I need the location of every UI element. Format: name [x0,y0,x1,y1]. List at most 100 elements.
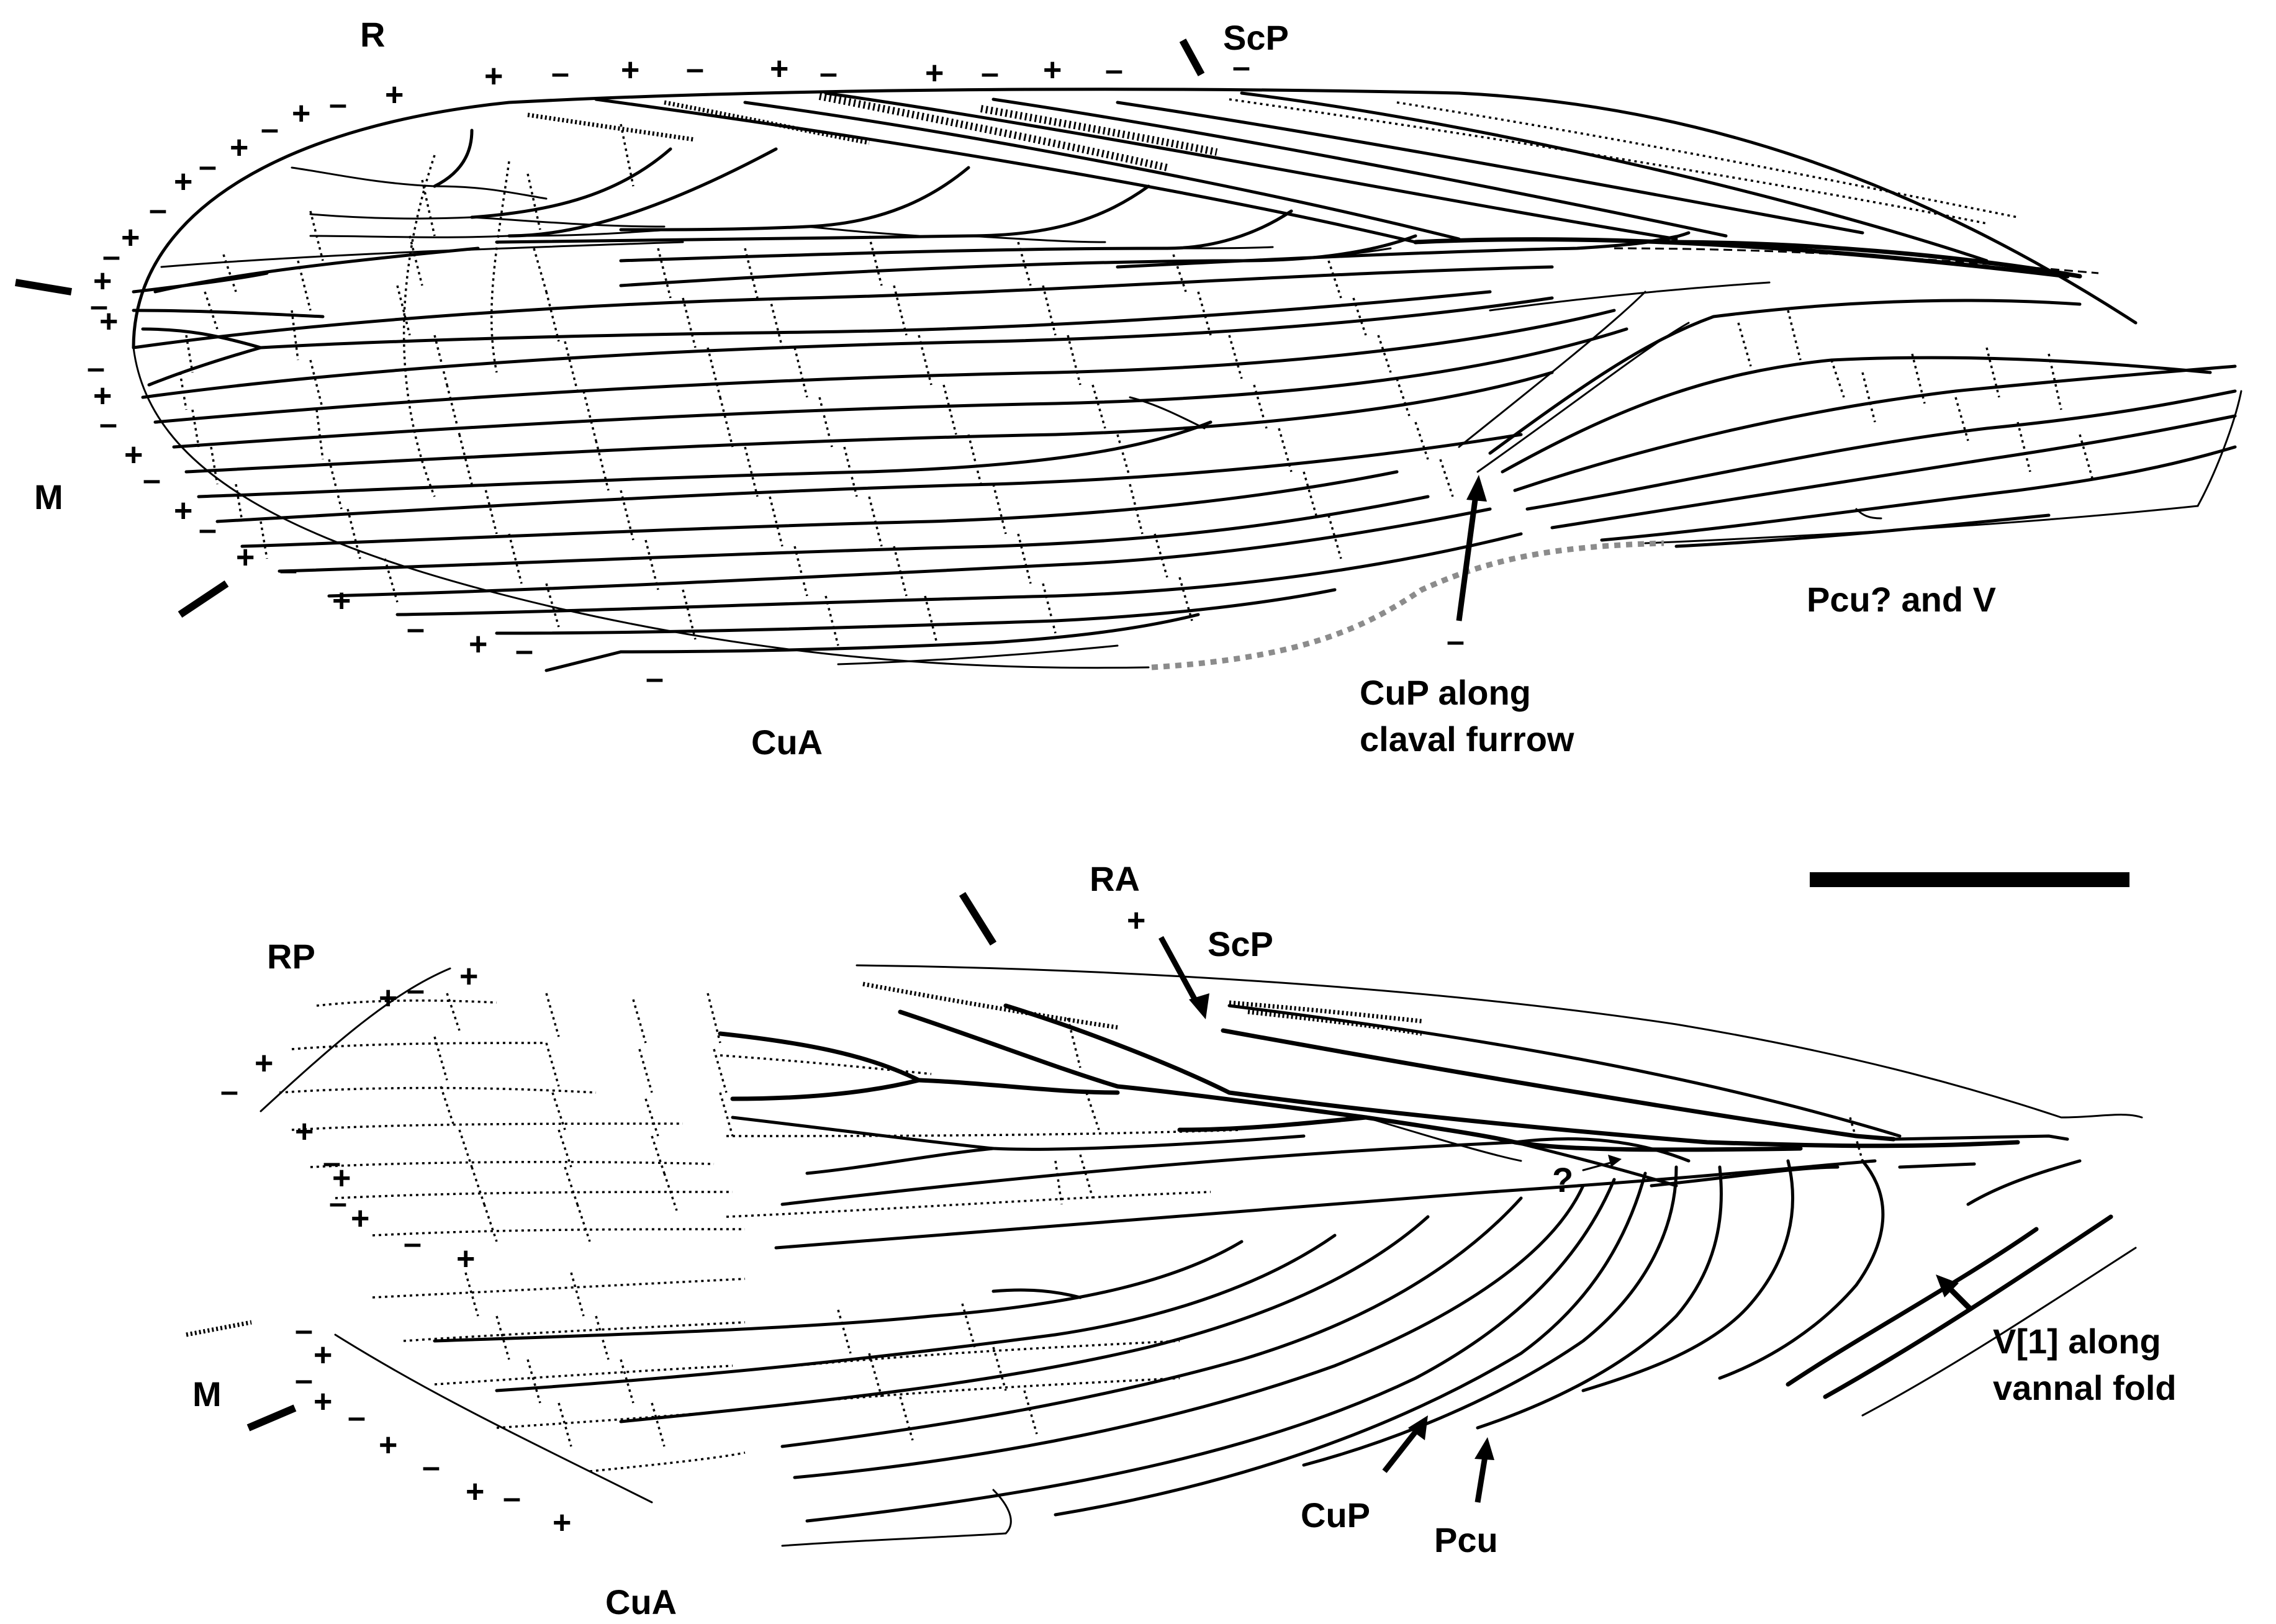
upper-label-pcu-v: Pcu? and V [1807,580,1996,619]
lower-sign-markers: + + – + + – + – + – + – + – + – + – + – … [220,903,1145,1541]
svg-text:–: – [149,192,167,228]
svg-text:–: – [99,406,117,442]
lower-label-v1-1: V[1] along [1993,1322,2161,1361]
lower-ra-arrow [1158,936,1201,1008]
svg-text:–: – [199,512,217,548]
lower-label-cup: CuP [1301,1495,1370,1535]
svg-text:+: + [93,378,112,414]
svg-text:–: – [87,350,105,386]
svg-text:–: – [503,1480,521,1516]
svg-text:–: – [646,661,664,697]
upper-label-cua: CuA [751,723,823,762]
svg-text:+: + [459,959,478,995]
svg-text:–: – [1232,49,1250,85]
lower-label-m: M [192,1374,222,1414]
upper-vein-r-stem [1413,237,2070,279]
svg-text:–: – [422,1449,440,1485]
lower-tick-ra [959,891,997,946]
svg-text:+: + [295,1114,314,1150]
svg-text:+: + [124,437,143,473]
svg-text:+: + [770,51,788,87]
upper-tick-left [15,279,72,295]
upper-wing-apex-tip [2197,390,2242,507]
upper-label-scp: ScP [1223,18,1289,57]
svg-text:–: – [551,55,569,91]
lower-vein-ra [1221,1028,1896,1142]
svg-text:+: + [379,980,397,1016]
lower-vein-scp [1227,1004,1902,1138]
svg-text:–: – [981,55,999,91]
upper-tick-scp [1179,38,1205,76]
svg-text:–: – [295,1312,313,1348]
lower-dotted-veins [279,999,1242,1473]
svg-text:+: + [174,164,192,200]
svg-text:–: – [143,462,161,498]
lower-label-ra: RA [1090,859,1140,898]
upper-wing-gray-margin [1151,540,1664,670]
svg-text:+: + [553,1505,571,1541]
lower-pcu-arrow [1474,1452,1489,1503]
upper-label-m: M [34,477,63,517]
lower-cup-arrow [1382,1426,1421,1473]
svg-text:+: + [351,1201,369,1237]
svg-text:–: – [279,552,297,588]
svg-text:+: + [466,1474,484,1510]
svg-text:–: – [90,288,108,324]
svg-text:+: + [332,1160,351,1196]
svg-text:+: + [1043,52,1062,88]
svg-text:–: – [220,1073,238,1109]
upper-wing-anal-margin [1644,505,2199,544]
svg-text:+: + [484,58,503,94]
svg-text:–: – [515,633,533,669]
lower-wing-posterior-margin [334,1333,653,1504]
svg-text:+: + [385,77,404,113]
scale-bar [1810,872,2129,887]
svg-text:+: + [456,1241,475,1277]
lower-label-v1-2: vannal fold [1993,1368,2177,1407]
upper-wing-posterior-margin [132,346,1150,669]
lower-wing-anterior-margin [856,964,2143,1119]
lower-label-rp: RP [267,937,315,976]
upper-wing-anterior-margin [132,88,2138,350]
svg-text:–: – [686,51,704,87]
upper-label-cup-1: CuP along [1360,673,1531,712]
lower-tick-m-dotted [186,1320,252,1337]
svg-text:+: + [332,583,351,619]
svg-text:–: – [820,55,838,91]
svg-text:+: + [236,539,255,575]
upper-cup-arrow [1456,490,1479,621]
svg-text:+: + [93,263,112,299]
svg-text:–: – [329,1185,347,1221]
svg-text:–: – [329,86,347,122]
lower-label-scp: ScP [1208,924,1273,963]
upper-sign-markers: + + – + – + – + – + – – – + – + – + – + … [87,49,1465,697]
svg-text:–: – [404,1225,422,1261]
svg-text:–: – [261,111,279,147]
svg-text:–: – [1105,52,1123,88]
upper-label-r: R [360,15,385,54]
lower-tick-m [246,1404,297,1432]
svg-text:–: – [1447,623,1465,659]
svg-text:+: + [925,55,944,91]
svg-text:+: + [230,130,248,166]
lower-crossveins [433,993,1864,1447]
upper-tick-m [178,580,229,618]
svg-text:–: – [102,238,120,274]
svg-text:–: – [407,611,425,647]
svg-text:+: + [469,626,487,662]
svg-text:–: – [323,1145,341,1181]
svg-text:+: + [621,52,639,88]
svg-text:+: + [379,1427,397,1463]
svg-text:–: – [199,148,217,184]
svg-text:+: + [121,220,140,256]
svg-text:–: – [407,972,425,1008]
lower-label-pcu: Pcu [1434,1520,1498,1559]
svg-text:+: + [99,304,118,340]
svg-text:+: + [255,1045,273,1081]
svg-text:+: + [314,1384,332,1420]
lower-wing: + + – + + – + – + – + – + – + – + – + – … [186,859,2177,1622]
upper-label-cup-2: claval furrow [1360,720,1574,759]
lower-label-cua: CuA [605,1582,677,1622]
lower-wing-apex-margin [260,967,451,1112]
